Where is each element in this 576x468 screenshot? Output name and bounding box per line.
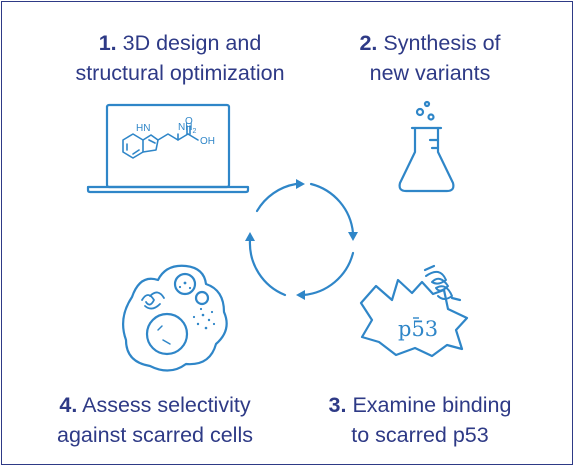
molecule-nh2-label: NH2 bbox=[178, 122, 196, 135]
step-2-text-line1: Synthesis of bbox=[383, 31, 501, 55]
molecule-nh-label: HN bbox=[136, 123, 150, 134]
step-4-label: 4. Assess selectivity against scarred ce… bbox=[25, 390, 285, 450]
arrowhead-bottom bbox=[296, 290, 305, 300]
molecule-structure-icon bbox=[122, 125, 199, 159]
cycle-arrows-icon bbox=[248, 182, 355, 297]
scarred-cell-icon bbox=[121, 264, 228, 372]
arrowhead-right bbox=[348, 232, 358, 241]
step-3-text-line1: Examine binding bbox=[352, 393, 512, 417]
step-4-number: 4. bbox=[59, 393, 78, 417]
step-1-number: 1. bbox=[98, 31, 117, 55]
molecule-nh2-main: NH bbox=[178, 122, 192, 133]
step-2-label: 2. Synthesis of new variants bbox=[330, 28, 530, 88]
step-4-text-line2: against scarred cells bbox=[57, 423, 253, 447]
step-1-text-line1: 3D design and bbox=[122, 31, 262, 55]
arrowhead-left bbox=[245, 232, 255, 241]
step-4-text-line1: Assess selectivity bbox=[82, 393, 251, 417]
p53-label: p53 bbox=[398, 317, 438, 341]
step-1-text-line2: structural optimization bbox=[75, 61, 285, 85]
step-3-text-line2: to scarred p53 bbox=[351, 423, 489, 447]
molecule-oh-label: OH bbox=[200, 136, 215, 147]
step-2-text-line2: new variants bbox=[369, 61, 491, 85]
step-3-number: 3. bbox=[328, 393, 347, 417]
step-3-label: 3. Examine binding to scarred p53 bbox=[290, 390, 550, 450]
laptop-icon bbox=[86, 103, 250, 194]
flask-icon bbox=[398, 100, 455, 193]
arrowhead-top bbox=[296, 179, 305, 189]
scarred-protein-icon bbox=[359, 264, 469, 358]
cell-speckles bbox=[178, 281, 216, 330]
molecule-o-label: O bbox=[185, 116, 193, 127]
step-2-number: 2. bbox=[359, 31, 378, 55]
step-1-label: 1. 3D design and structural optimization bbox=[30, 28, 330, 88]
molecule-nh2-sub: 2 bbox=[192, 128, 196, 135]
